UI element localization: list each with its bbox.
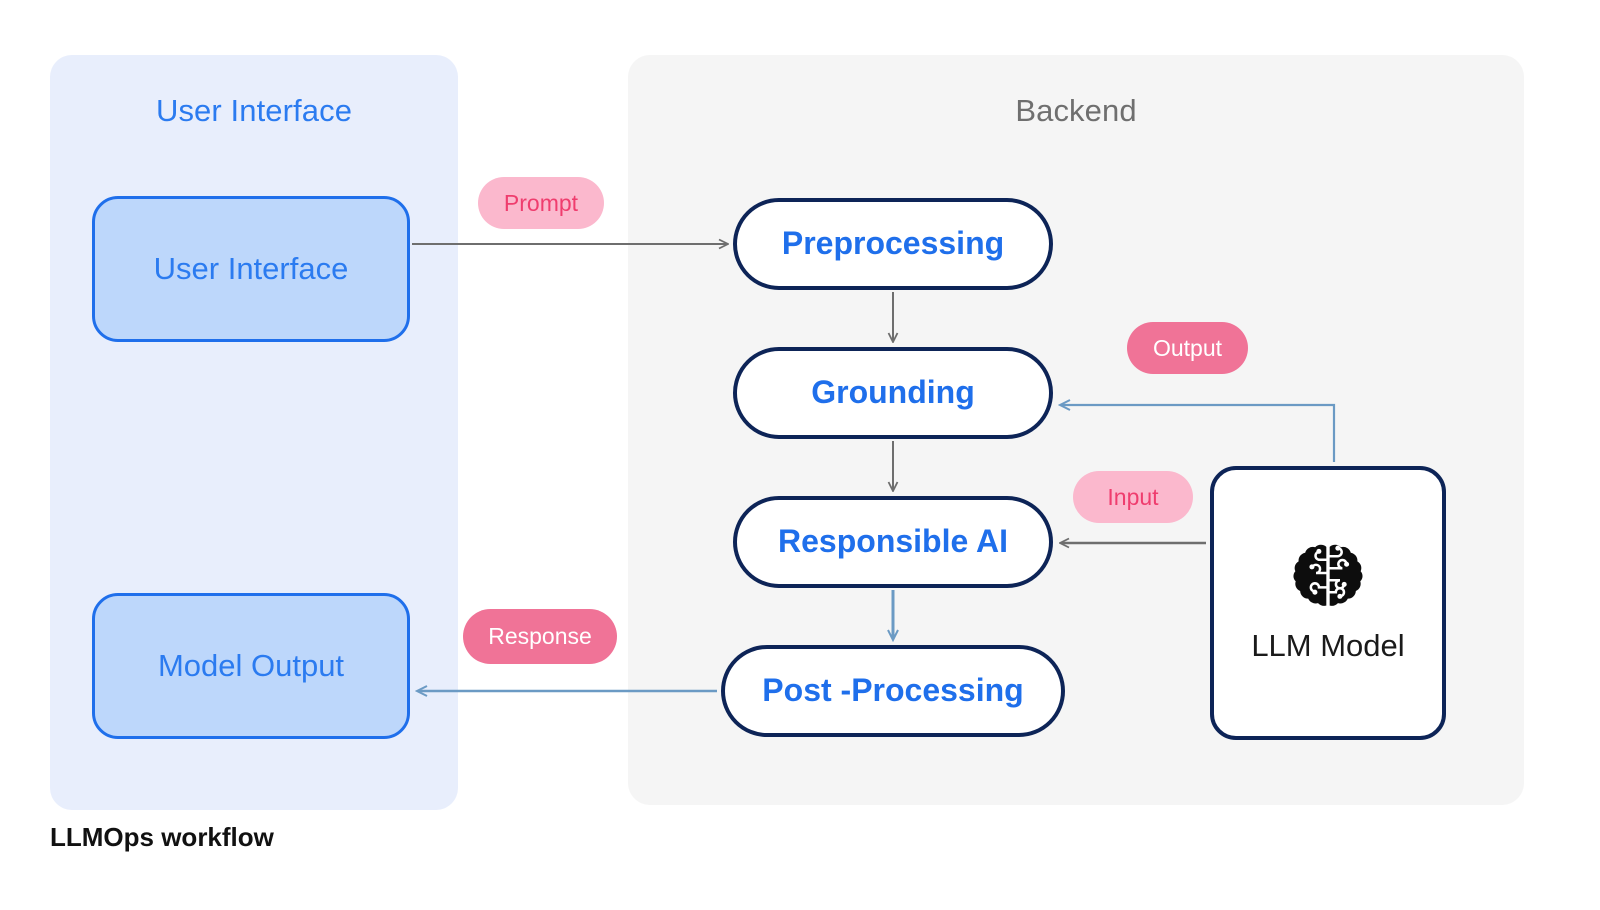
node-model-output[interactable]: Model Output — [92, 593, 410, 739]
edge-output — [1061, 405, 1336, 462]
panel-user-interface-title: User Interface — [155, 93, 353, 128]
node-llm-model-label: LLM Model — [1251, 627, 1405, 663]
node-responsible-ai-label: Responsible AI — [778, 523, 1008, 560]
node-llm-model[interactable]: LLM Model — [1210, 466, 1446, 740]
node-grounding[interactable]: Grounding — [733, 347, 1053, 439]
node-model-output-label: Model Output — [157, 647, 345, 683]
node-post-processing[interactable]: Post -Processing — [721, 645, 1065, 737]
edge-label-response: Response — [463, 609, 617, 664]
node-responsible-ai[interactable]: Responsible AI — [733, 496, 1053, 588]
node-grounding-label: Grounding — [811, 374, 975, 411]
edge-label-input: Input — [1073, 471, 1193, 523]
edge-label-input-text: Input — [1107, 483, 1159, 510]
node-post-processing-label: Post -Processing — [762, 672, 1024, 709]
edge-label-output-text: Output — [1152, 334, 1223, 361]
edge-label-prompt-text: Prompt — [503, 189, 579, 216]
node-preprocessing[interactable]: Preprocessing — [733, 198, 1053, 290]
figure-caption: LLMOps workflow — [50, 822, 274, 852]
edge-label-response-text: Response — [488, 623, 592, 649]
brain-icon — [1293, 544, 1363, 608]
node-preprocessing-label: Preprocessing — [781, 225, 1005, 262]
node-user-interface-label: User Interface — [153, 250, 349, 286]
panel-backend-title: Backend — [1015, 93, 1137, 128]
edge-label-output: Output — [1127, 322, 1248, 374]
node-user-interface[interactable]: User Interface — [92, 196, 410, 342]
edge-label-prompt: Prompt — [478, 177, 604, 229]
